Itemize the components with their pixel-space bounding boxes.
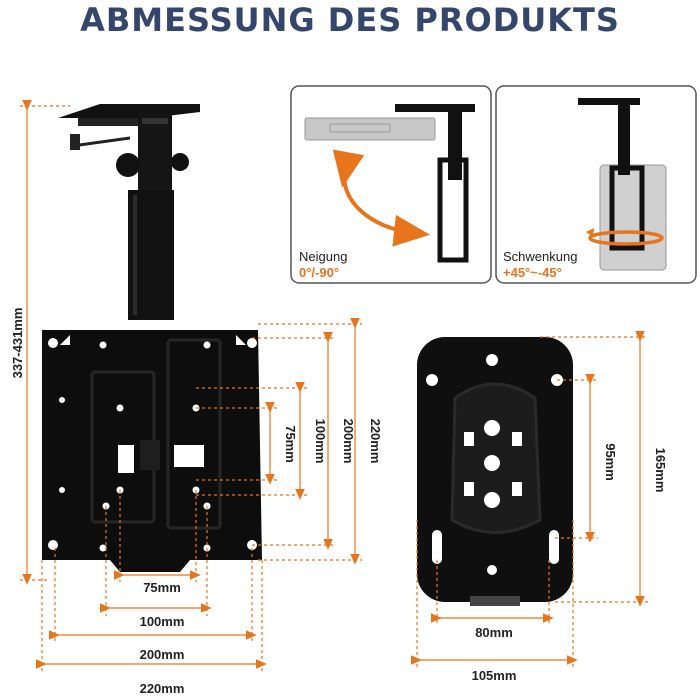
adapter-h-80-label: 80mm — [475, 625, 513, 640]
tilt-range: 0°/-90° — [299, 265, 339, 280]
vesa-h-75-label: 75mm — [143, 580, 181, 595]
swivel-label: Schwenkung — [503, 249, 577, 264]
height-label: 337-431mm — [10, 308, 25, 379]
adapter-h-105-label: 105mm — [472, 668, 517, 683]
swivel-arrow — [588, 230, 664, 246]
adapter-dimension-lines — [411, 331, 648, 668]
main-dimension-labels: 337-431mm 75mm 100mm 200mm 220mm 75mm 10… — [10, 308, 383, 696]
vesa-v-100-label: 100mm — [313, 419, 328, 464]
vesa-v-200-label: 200mm — [341, 419, 356, 464]
swivel-range: +45°~-45° — [503, 265, 562, 280]
adapter-v-165-label: 165mm — [653, 448, 668, 493]
vesa-h-220-label: 220mm — [140, 681, 185, 696]
tilt-panel: Neigung 0°/-90° — [290, 85, 492, 284]
vesa-v-220-label: 220mm — [368, 419, 383, 464]
adapter-plate-illustration — [417, 337, 573, 606]
vesa-h-100-label: 100mm — [140, 614, 185, 629]
tilt-label: Neigung — [299, 249, 347, 264]
vesa-v-75-label: 75mm — [283, 425, 298, 463]
main-dimension-lines — [20, 100, 362, 672]
page-title: ABMESSUNG DES PRODUKTS — [80, 1, 620, 39]
vesa-h-200-label: 200mm — [140, 647, 185, 662]
adapter-v-95-label: 95mm — [603, 443, 618, 481]
swivel-panel: Schwenkung +45°~-45° — [495, 85, 697, 284]
adapter-dimension-labels: 95mm 165mm 80mm 105mm — [472, 443, 668, 683]
tilt-arrow — [332, 149, 430, 247]
ceiling-mount-illustration — [42, 104, 262, 572]
